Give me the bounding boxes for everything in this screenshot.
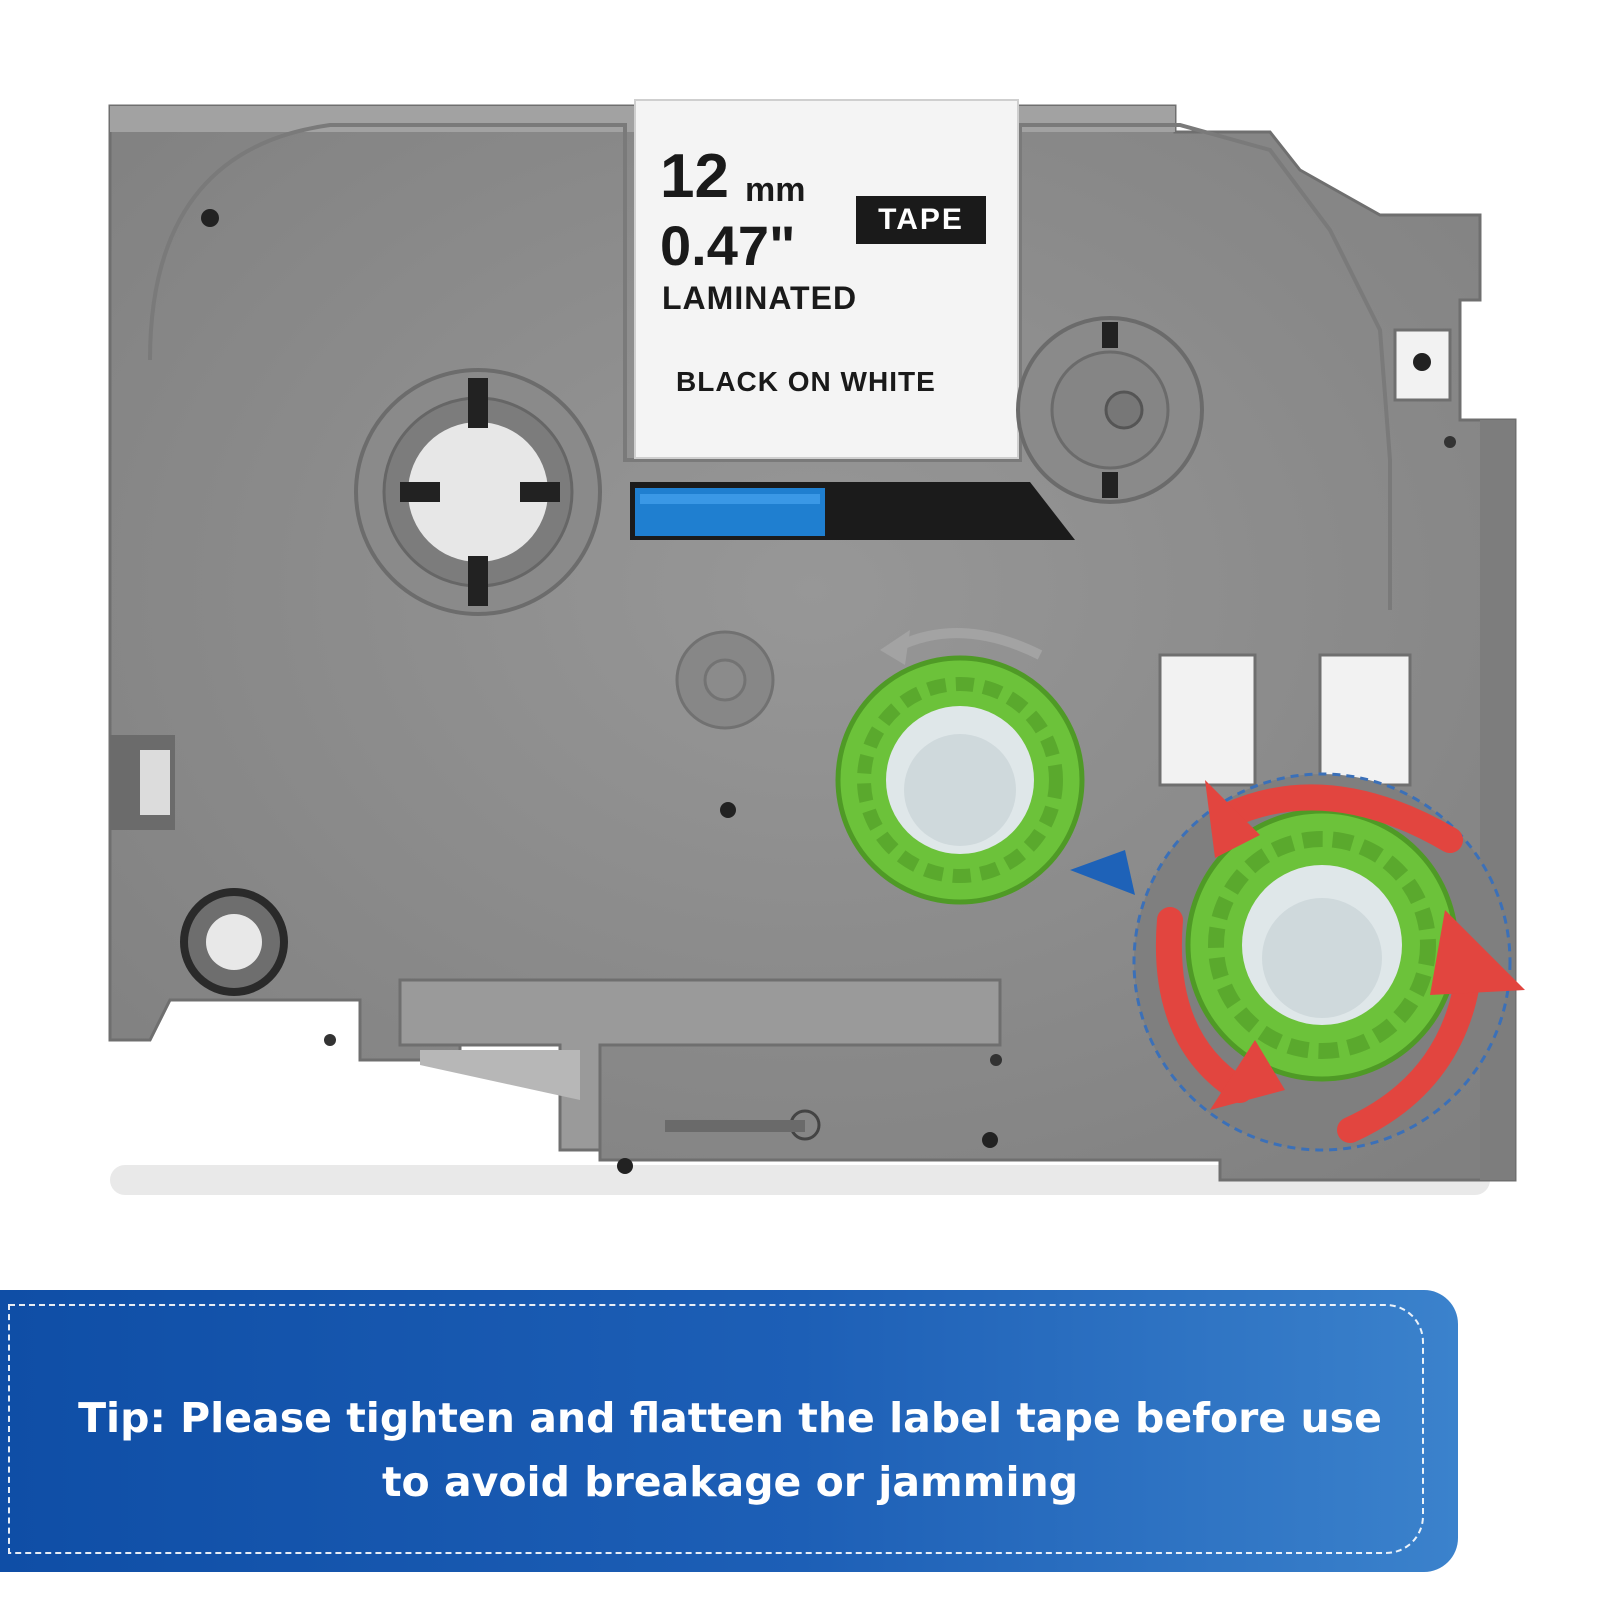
left-hub-tab [520, 482, 560, 502]
rotation-arrow-left-head [1210, 1040, 1285, 1110]
tape-width-mm-unit: mm [745, 171, 806, 209]
tape-badge: TAPE [856, 196, 986, 244]
label-window [634, 99, 1019, 459]
cartridge-shadow [110, 1165, 1490, 1195]
green-spool-left-core [904, 734, 1016, 846]
upper-panel-outline [148, 123, 1392, 610]
tip-line-2: to avoid breakage or jamming [381, 1458, 1079, 1506]
tape-guide [398, 978, 1002, 1152]
left-notch-inner [140, 750, 170, 815]
round-boss-inner [703, 658, 747, 702]
screw-dot [720, 802, 736, 818]
left-hub-tab [400, 482, 440, 502]
tip-banner: Tip: Please tighten and flatten the labe… [0, 1290, 1458, 1572]
green-spool-right-core [1262, 898, 1382, 1018]
right-bracket-dot [1413, 353, 1431, 371]
tip-line-1: Tip: Please tighten and flatten the labe… [78, 1394, 1382, 1442]
bottom-left-hole-inner [206, 914, 262, 970]
screw-dot [1444, 436, 1456, 448]
tip-banner-dashed-border [8, 1304, 1424, 1554]
pointer-arrow [1070, 850, 1135, 895]
left-hub-hole [408, 422, 548, 562]
right-top-hub-tab [1102, 322, 1118, 348]
right-top-hub-tab [1102, 472, 1118, 498]
embossed-rotation-arrow [892, 628, 1043, 660]
tape-width-inches: 0.47" [660, 214, 796, 277]
tape-color-scheme: BLACK ON WHITE [676, 366, 936, 397]
screw-dot [201, 209, 219, 227]
green-spool-right-ring [1208, 831, 1436, 1059]
rotation-arrow-right-head [1430, 910, 1525, 995]
left-hub-tab [468, 378, 488, 428]
tape-guide-tab [665, 1120, 805, 1132]
rotation-arrow-left [1155, 907, 1253, 1103]
tape-guide-slot [420, 1050, 580, 1100]
rotation-arrow-top-head [1205, 780, 1260, 858]
tape-width-mm: 12 [660, 142, 729, 211]
tape-cartridge-image: 12 mm 0.47" TAPE LAMINATED BLACK ON WHIT… [108, 99, 1525, 1195]
cartridge-right-rim [1480, 420, 1515, 1180]
tape-type: LAMINATED [662, 280, 858, 316]
screw-dot [982, 1132, 998, 1148]
right-top-hub-dot [1104, 390, 1144, 430]
tip-text: Tip: Please tighten and flatten the labe… [20, 1386, 1440, 1514]
screw-dot [617, 1158, 633, 1174]
green-spool-left-ring [857, 677, 1063, 883]
right-window [1318, 653, 1412, 787]
cartridge-illustration [108, 99, 1525, 1195]
tape-spool-highlight [640, 494, 820, 504]
right-window [1158, 653, 1257, 787]
screw-dot [324, 1034, 336, 1046]
rotation-arrow-top [1217, 784, 1463, 853]
embossed-arrow-head [880, 630, 910, 665]
left-hub-tab [468, 556, 488, 606]
screw-dot [990, 1054, 1002, 1066]
